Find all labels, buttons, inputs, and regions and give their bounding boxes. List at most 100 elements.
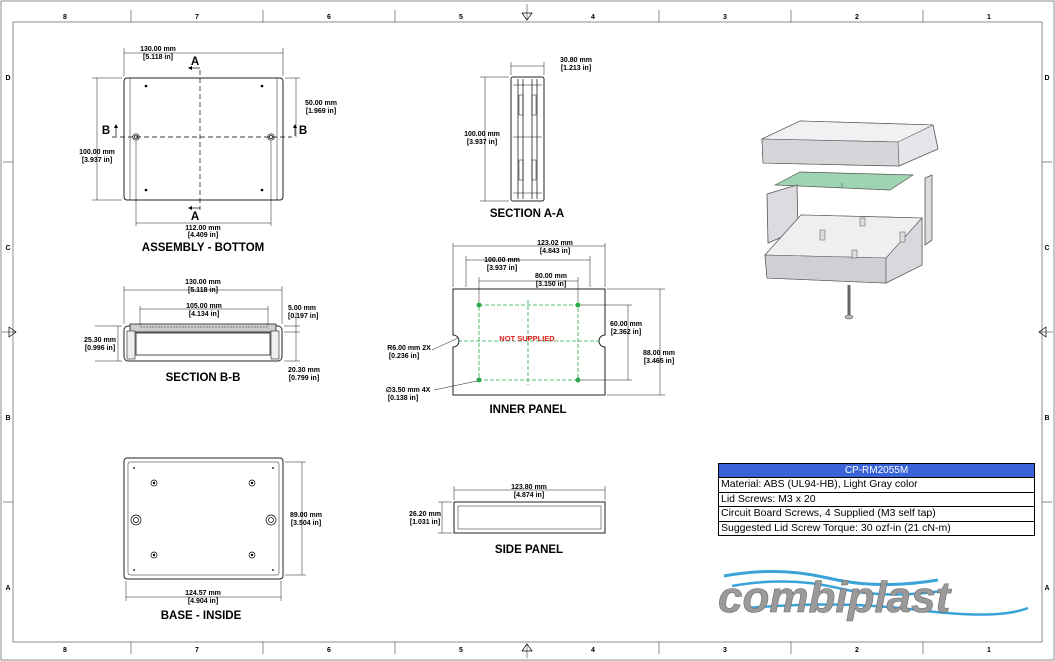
dim-w100-in: [3.937 in] <box>487 265 517 272</box>
dim-inner-in: [4.134 in] <box>189 311 219 318</box>
dim-height-in: [3.504 in] <box>291 520 321 527</box>
screw-boss <box>132 133 140 141</box>
view-title: SECTION A-A <box>490 208 564 220</box>
dim-h60-in: [2.362 in] <box>611 329 641 336</box>
base-outline <box>123 457 284 580</box>
spec-row-material: Material: ABS (UL94-HB), Light Gray colo… <box>719 478 1034 493</box>
view-section-bb: 130.00 mm [5.118 in] 105.00 mm [4.134 in… <box>84 279 320 384</box>
dim-width-mm: 130.00 mm <box>140 46 176 53</box>
dim-width-in: [5.118 in] <box>143 54 173 61</box>
dim-h88-in: [3.465 in] <box>644 358 674 365</box>
dim-radius-in: [0.236 in] <box>389 353 419 360</box>
view-title: SECTION B-B <box>166 372 241 384</box>
zone-col-bottom: 7 <box>195 647 199 654</box>
logo-wave <box>747 603 1029 616</box>
panel-outline <box>452 288 606 396</box>
side-panel-outline <box>453 501 606 534</box>
zone-col-bottom: 6 <box>327 647 331 654</box>
logo-wave <box>731 580 949 596</box>
screw-boss <box>265 514 277 526</box>
dim-w80-in: [3.150 in] <box>536 281 566 288</box>
logo-text: combiplast <box>718 573 953 622</box>
view-title: BASE - INSIDE <box>161 610 242 622</box>
zone-row-left: C <box>5 245 10 252</box>
section-outline <box>510 76 545 202</box>
dim-height-mm: 89.00 mm <box>290 512 322 519</box>
dim-inner-mm: 105.00 mm <box>186 303 222 310</box>
zone-labels: 8 7 6 5 4 3 2 1 8 7 6 5 4 3 2 1 D C B A … <box>5 14 1049 654</box>
zone-col-bottom: 3 <box>723 647 727 654</box>
dim-base-mm: 20.30 mm <box>288 367 320 374</box>
view-inner-panel: NOT SUPPLIED 123.02 mm [4.843 in] 100.00… <box>386 240 675 416</box>
dim-hole-mm: ∅3.50 mm 4X <box>386 386 431 394</box>
view-side-panel: 123.80 mm [4.874 in] 26.20 mm [1.031 in]… <box>409 484 606 556</box>
dim-height-in: [1.031 in] <box>410 519 440 526</box>
spec-row-lid-screws: Lid Screws: M3 x 20 <box>719 493 1034 507</box>
dim-hole-in: [0.138 in] <box>388 395 418 402</box>
dim-height-mm: 100.00 mm <box>79 149 115 156</box>
dim-width-in: [4.874 in] <box>514 492 544 499</box>
pcb <box>773 171 915 191</box>
zone-col-bottom: 8 <box>63 647 67 654</box>
view-assembly-bottom: A A B B 130.00 mm [5.118 in] 100.00 mm [… <box>79 46 337 254</box>
dim-height-mm: 26.20 mm <box>409 511 441 518</box>
dim-half-mm: 50.00 mm <box>305 100 337 107</box>
view-base-inside: 89.00 mm [3.504 in] 124.57 mm [4.904 in]… <box>123 457 322 622</box>
exploded-3d-view <box>761 120 939 320</box>
dim-height-in: [3.937 in] <box>82 157 112 164</box>
dim-width-mm: 123.02 mm <box>537 240 573 247</box>
dim-h88-mm: 88.00 mm <box>643 350 675 357</box>
spec-row-torque: Suggested Lid Screw Torque: 30 ozf-in (2… <box>721 521 951 534</box>
zone-col-bottom: 4 <box>591 647 595 654</box>
dim-top-mm: 5.00 mm <box>288 305 316 312</box>
dim-h60-mm: 60.00 mm <box>610 321 642 328</box>
not-supplied-label: NOT SUPPLIED <box>499 334 555 343</box>
section-marker-a-top: A <box>191 56 199 68</box>
view-title: ASSEMBLY - BOTTOM <box>142 242 264 254</box>
spec-row-pcb-screws: Circuit Board Screws, 4 Supplied (M3 sel… <box>719 507 1034 522</box>
zone-col-bottom: 5 <box>459 647 463 654</box>
dim-height-in: [3.937 in] <box>467 139 497 146</box>
view-title: SIDE PANEL <box>495 544 563 556</box>
dim-width-in: [4.843 in] <box>540 248 570 255</box>
zone-row-right: C <box>1044 245 1049 252</box>
section-marker-b-left: B <box>102 125 110 137</box>
section-marker-a-bottom: A <box>191 211 199 223</box>
zone-row-right: D <box>1044 75 1049 82</box>
dim-w100-mm: 100.00 mm <box>484 257 520 264</box>
zone-row-right: B <box>1044 415 1049 422</box>
zone-col-top: 7 <box>195 14 199 21</box>
screw-boss <box>267 133 275 141</box>
dim-radius-mm: R6.00 mm 2X <box>387 345 431 352</box>
zone-row-right: A <box>1044 585 1049 592</box>
mount-pattern <box>478 304 579 381</box>
zone-col-top: 3 <box>723 14 727 21</box>
dim-hole-in: [4.409 in] <box>188 232 218 239</box>
section-marker-b-right: B <box>299 125 307 137</box>
combiplast-logo: combiplast <box>718 569 1029 622</box>
spec-table: CP-RM2055M Material: ABS (UL94-HB), Ligh… <box>718 463 1035 536</box>
dim-depth-in: [1.213 in] <box>561 65 591 72</box>
part-number: CP-RM2055M <box>719 464 1034 478</box>
zone-ticks <box>2 4 1053 658</box>
view-section-aa: 30.80 mm [1.213 in] 100.00 mm [3.937 in]… <box>464 57 592 220</box>
zone-row-left: D <box>5 75 10 82</box>
zone-col-top: 8 <box>63 14 67 21</box>
dim-height-in: [0.996 in] <box>85 345 115 352</box>
screw-boss <box>130 514 142 526</box>
zone-row-left: A <box>5 585 10 592</box>
dim-width-mm: 124.57 mm <box>185 590 221 597</box>
dim-height-mm: 100.00 mm <box>464 131 500 138</box>
zone-col-top: 1 <box>987 14 991 21</box>
view-title: INNER PANEL <box>489 404 566 416</box>
zone-col-top: 5 <box>459 14 463 21</box>
zone-col-bottom: 1 <box>987 647 991 654</box>
enclosure-outline <box>123 77 284 201</box>
zone-col-top: 4 <box>591 14 595 21</box>
zone-row-left: B <box>5 415 10 422</box>
dim-width-mm: 130.00 mm <box>185 279 221 286</box>
zone-col-top: 6 <box>327 14 331 21</box>
dim-depth-mm: 30.80 mm <box>560 57 592 64</box>
